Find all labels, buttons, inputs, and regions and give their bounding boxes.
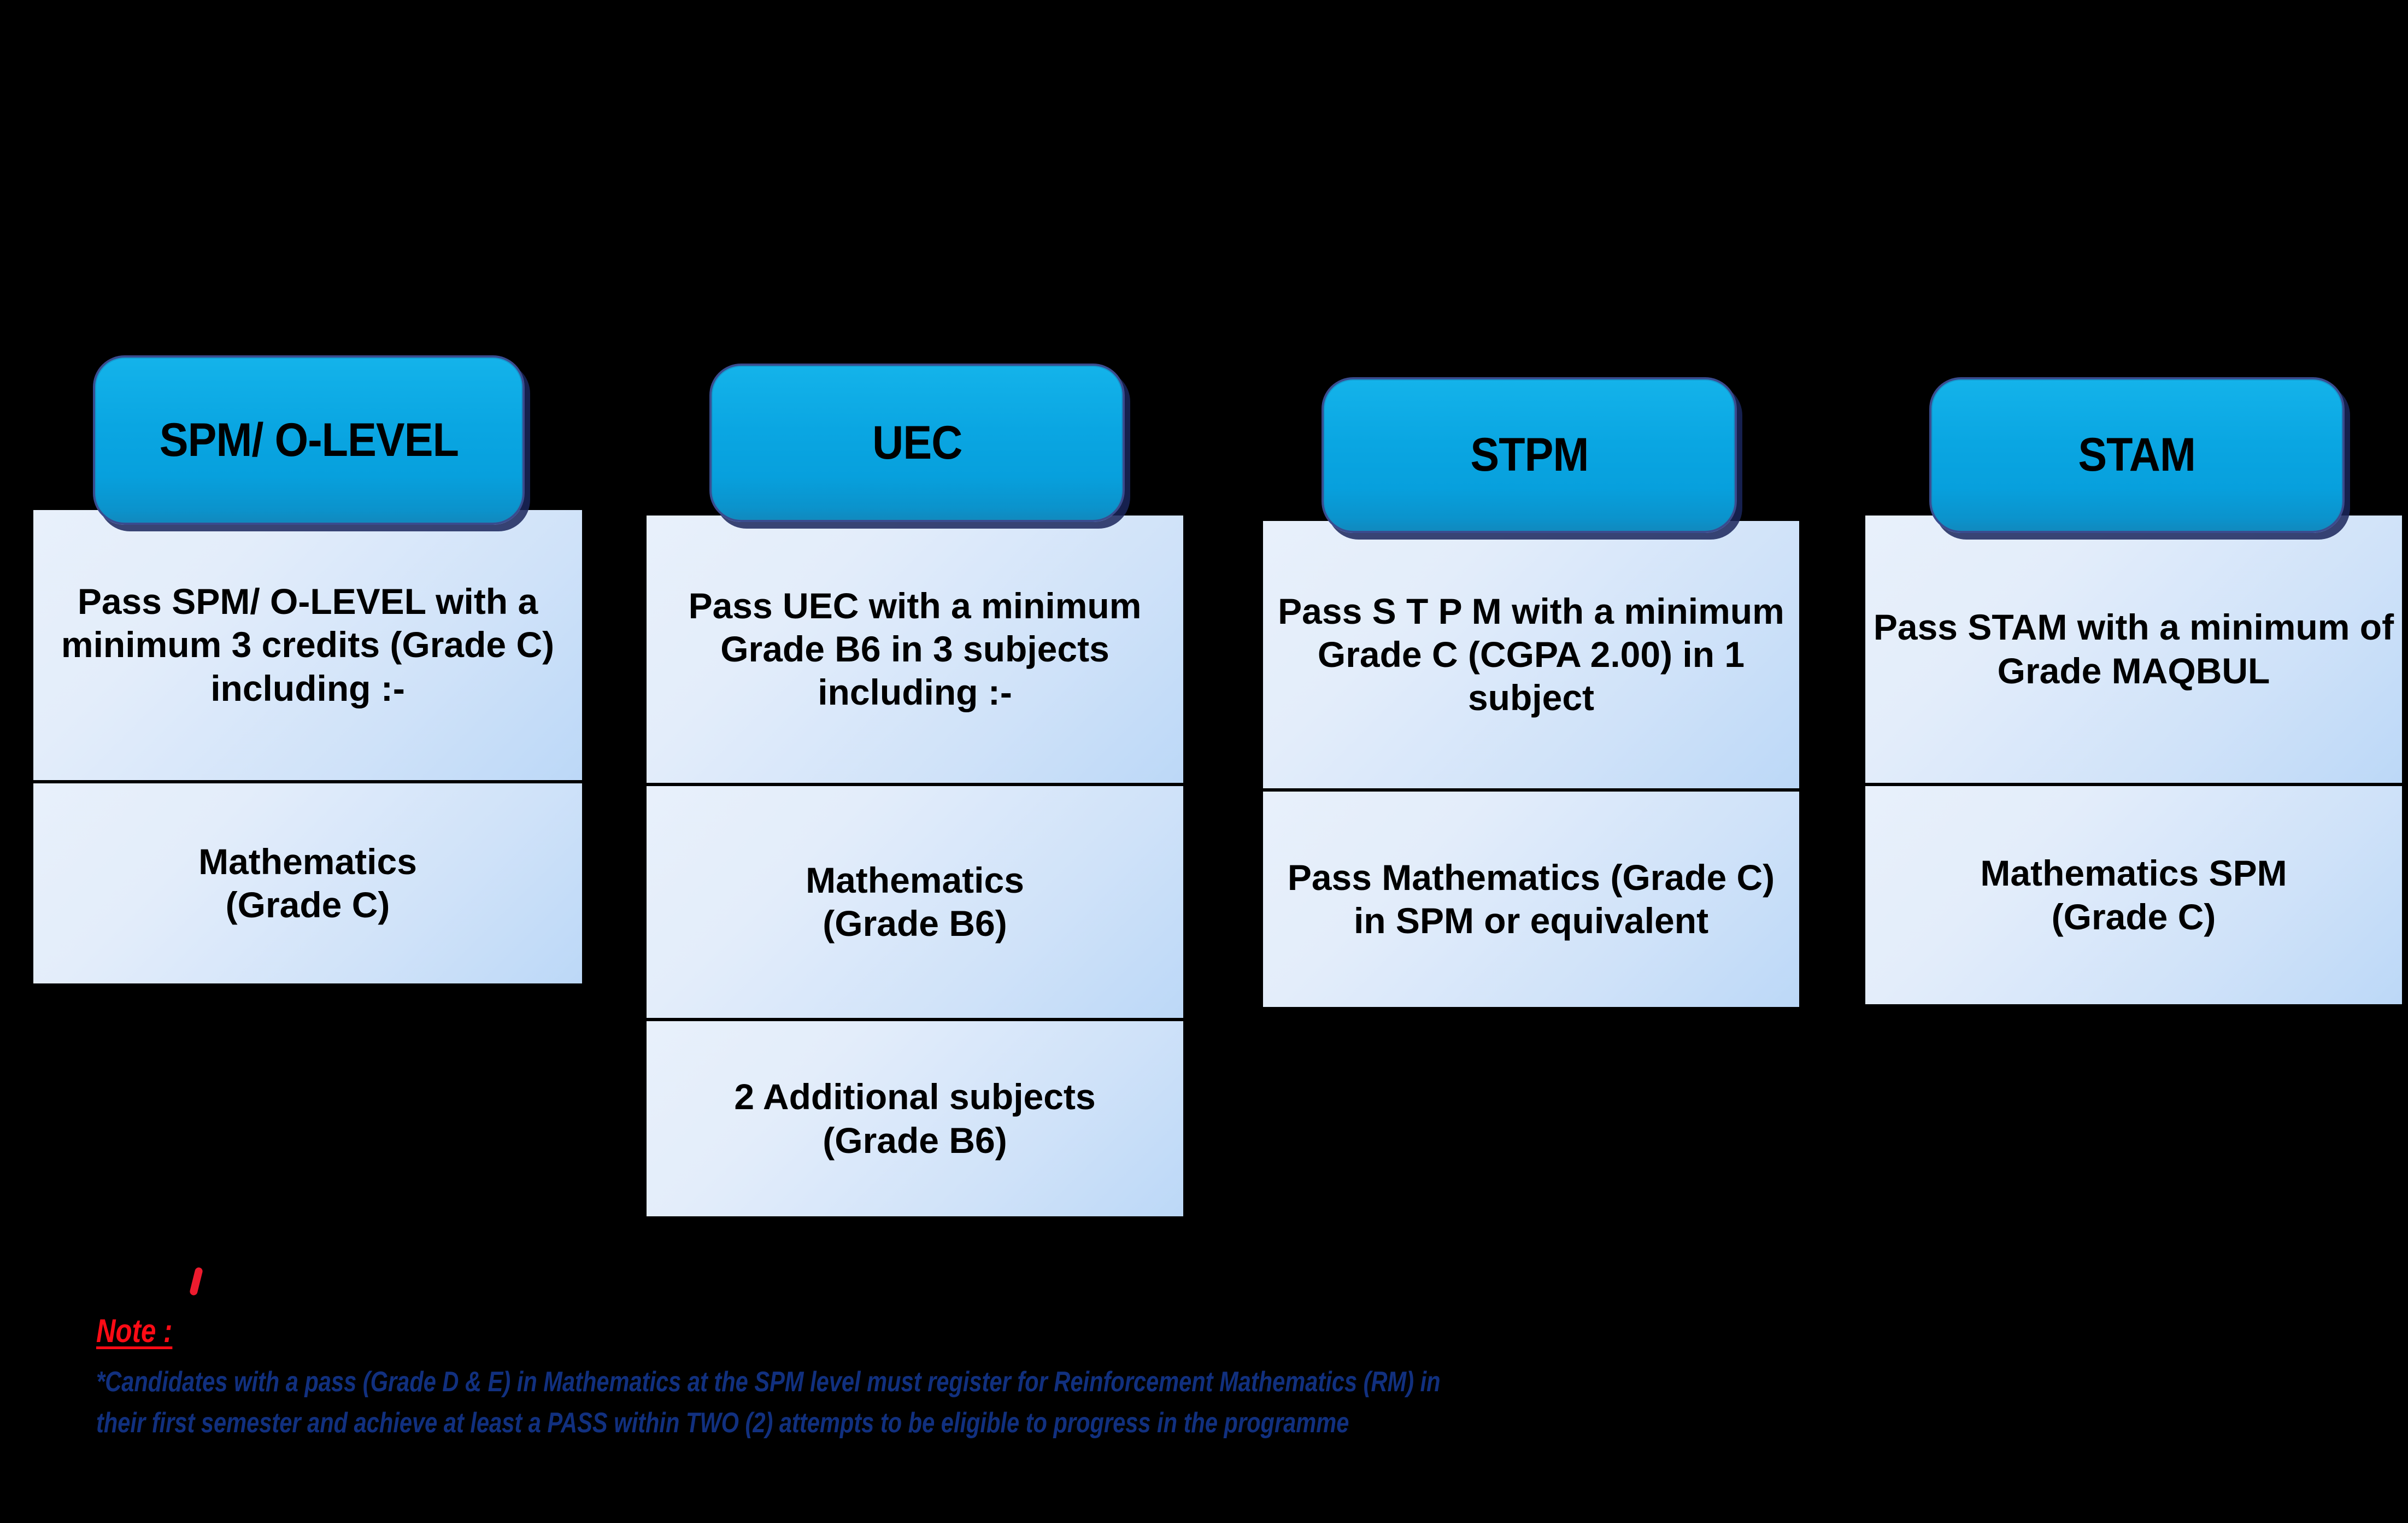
note-line-1: *Candidates with a pass (Grade D & E) in…: [96, 1366, 1441, 1398]
cell-text: Mathematics (Grade C): [198, 841, 417, 925]
cell-text: Pass SPM/ O-LEVEL with a minimum 3 credi…: [61, 581, 555, 708]
cell-text: Mathematics (Grade B6): [806, 859, 1024, 944]
cell-text: 2 Additional subjects (Grade B6): [734, 1076, 1096, 1161]
cell-text: Mathematics SPM (Grade C): [1980, 853, 2287, 937]
cell-text: Pass S T P M with a minimum Grade C (CGP…: [1278, 590, 1784, 718]
red-stray-mark-icon: [189, 1267, 204, 1296]
header-button-label: SPM/ O-LEVEL: [159, 413, 459, 466]
cell-stam-requirement-2: Mathematics SPM (Grade C): [1864, 784, 2404, 1006]
header-button-spm-o-level[interactable]: SPM/ O-LEVEL: [93, 355, 525, 525]
note-line-2: their first semester and achieve at leas…: [96, 1407, 1349, 1439]
cell-text: Pass Mathematics (Grade C) in SPM or equ…: [1287, 857, 1775, 941]
cell-stpm-requirement-1: Pass S T P M with a minimum Grade C (CGP…: [1261, 519, 1801, 790]
note-block: Note : *Candidates with a pass (Grade D …: [96, 1312, 2337, 1444]
note-title: Note :: [96, 1313, 173, 1349]
cell-uec-requirement-1: Pass UEC with a minimum Grade B6 in 3 su…: [645, 514, 1185, 784]
header-button-label: STPM: [1470, 429, 1589, 481]
cell-spm-requirement-1: Pass SPM/ O-LEVEL with a minimum 3 credi…: [32, 508, 584, 782]
cell-text: Pass UEC with a minimum Grade B6 in 3 su…: [688, 585, 1142, 713]
header-button-uec[interactable]: UEC: [709, 364, 1125, 522]
header-button-label: UEC: [872, 416, 962, 469]
cell-stpm-requirement-2: Pass Mathematics (Grade C) in SPM or equ…: [1261, 790, 1801, 1009]
header-button-label: STAM: [2078, 429, 2196, 481]
cell-uec-requirement-2: Mathematics (Grade B6): [645, 784, 1185, 1020]
cell-spm-requirement-2: Mathematics (Grade C): [32, 782, 584, 985]
header-button-stpm[interactable]: STPM: [1322, 377, 1737, 533]
cell-uec-requirement-3: 2 Additional subjects (Grade B6): [645, 1020, 1185, 1218]
cell-stam-requirement-1: Pass STAM with a minimum of Grade MAQBUL: [1864, 514, 2404, 784]
cell-text: Pass STAM with a minimum of Grade MAQBUL: [1873, 607, 2394, 691]
header-button-stam[interactable]: STAM: [1929, 377, 2345, 533]
